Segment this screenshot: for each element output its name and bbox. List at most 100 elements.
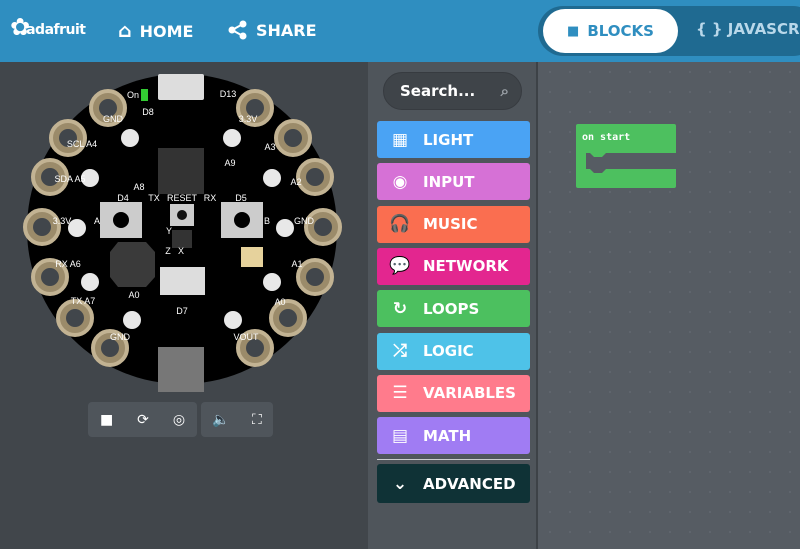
label-3v3-tr: 3.3V [239, 114, 258, 124]
category-math[interactable]: ▤ MATH [377, 417, 530, 455]
label-d8: D8 [142, 107, 154, 117]
on-start-block[interactable] [576, 124, 678, 190]
microcontroller-chip [158, 148, 204, 194]
pin-hole [279, 309, 297, 327]
pin-hole [41, 168, 59, 186]
blocks-label: BLOCKS [587, 22, 654, 40]
category-loops[interactable]: ↻ LOOPS [377, 290, 530, 328]
category-input[interactable]: ◉INPUT [377, 163, 530, 201]
label-button-b: B [264, 216, 270, 226]
label-a3: A3 [264, 142, 275, 152]
neopixel-led [68, 219, 86, 237]
power-led [141, 89, 148, 101]
label-d7: D7 [176, 306, 188, 316]
neopixel-led [81, 169, 99, 187]
adafruit-logo[interactable]: ✿adafruit [10, 13, 86, 41]
category-music[interactable]: 🎧MUSIC [377, 205, 530, 243]
search-input[interactable]: Search...⌕ [383, 72, 522, 110]
tab-blocks[interactable]: ■BLOCKS [543, 9, 678, 53]
toolbox: Search...⌕ ▦ LIGHT ◉INPUT 🎧MUSIC 💬NETWORK ↻ LO… [368, 62, 538, 549]
slide-switch[interactable] [160, 267, 205, 295]
blocks-workspace[interactable]: on start [540, 62, 800, 549]
category-logic[interactable]: ⤮ LOGIC [377, 332, 530, 370]
grid-icon: ▦ [391, 129, 409, 150]
category-label: LIGHT [423, 130, 474, 149]
pin-hole [306, 268, 324, 286]
category-label: LOGIC [423, 342, 474, 360]
header: ✿adafruit ⌂HOME SHARE ■BLOCKS { } JAVASC… [0, 0, 800, 62]
pin-hole [306, 168, 324, 186]
neopixel-led [224, 311, 242, 329]
label-scl-a4: SCL A4 [67, 139, 97, 149]
simulator-controls: ■ ⟳ ◎ [88, 402, 197, 437]
chevron-down-icon: ⌄ [392, 473, 408, 494]
share-button[interactable]: SHARE [228, 20, 317, 40]
category-advanced[interactable]: ⌄ ADVANCED [377, 464, 530, 503]
label-3v3-l: 3.3V [53, 216, 72, 226]
label-rx: RX [204, 193, 217, 203]
label-axis-z: Z [165, 246, 171, 256]
home-icon: ⌂ [118, 20, 132, 42]
category-label: ADVANCED [423, 474, 516, 493]
list-icon: ☰ [392, 383, 408, 404]
share-label: SHARE [256, 20, 317, 40]
board-pcb [27, 74, 337, 384]
refresh-icon: ↻ [392, 298, 408, 319]
neopixel-led [123, 311, 141, 329]
neopixel-led [276, 219, 294, 237]
reset-cap [177, 210, 187, 220]
pin-hole [246, 99, 264, 117]
label-axis-x: X [178, 246, 184, 256]
target-icon: ◉ [392, 171, 408, 192]
category-label: MATH [423, 426, 472, 445]
pin-hole [41, 268, 59, 286]
circuit-playground-board[interactable]: D8 D13 On GND 3.3V SCL A4 A3 A9 SDA A5 A… [0, 62, 368, 402]
star-icon: ✿ [10, 13, 31, 41]
home-button[interactable]: ⌂HOME [118, 20, 193, 42]
pin-hole [314, 218, 332, 236]
category-label: LOOPS [423, 299, 480, 318]
label-sda-a5: SDA A5 [54, 174, 85, 184]
tab-javascript[interactable]: { } JAVASCRIPT [696, 20, 800, 38]
calculator-icon: ▤ [391, 425, 409, 446]
label-a2: A2 [290, 177, 301, 187]
speaker [110, 242, 155, 287]
search-icon[interactable]: ⌕ [500, 82, 509, 100]
label-button-a: A [94, 216, 100, 226]
neopixel-led [263, 169, 281, 187]
category-variables[interactable]: ☰VARIABLES [377, 374, 530, 412]
label-a1: A1 [291, 259, 302, 269]
label-a0-music: A0 [128, 290, 139, 300]
usb-port [158, 74, 204, 100]
category-network[interactable]: 💬NETWORK [377, 247, 530, 285]
on-start-label: on start [582, 132, 631, 143]
neopixel-led [81, 273, 99, 291]
fullscreen-icon[interactable]: ⛶ [252, 411, 262, 428]
category-light[interactable]: ▦ LIGHT [377, 121, 530, 158]
label-gnd-bl: GND [110, 332, 131, 342]
label-d13: D13 [220, 89, 237, 99]
label-vout: VOUT [233, 332, 259, 342]
label-on: On [127, 90, 139, 100]
pin-hole [246, 339, 264, 357]
pin-hole [99, 99, 117, 117]
chat-icon: 💬 [389, 256, 411, 277]
label-gnd-r: GND [294, 216, 315, 226]
shuffle-icon: ⤮ [393, 341, 407, 361]
mute-icon[interactable]: 🔈 [212, 411, 230, 428]
slow-motion-icon[interactable]: ◎ [172, 411, 186, 428]
label-a9: A9 [224, 158, 235, 168]
label-a8: A8 [133, 182, 144, 192]
label-a0: A0 [274, 297, 285, 307]
label-tx: TX [148, 193, 160, 203]
stop-icon[interactable]: ■ [99, 411, 114, 428]
battery-connector [158, 347, 204, 392]
microphone [241, 247, 263, 267]
simulator-panel: D8 D13 On GND 3.3V SCL A4 A3 A9 SDA A5 A… [0, 62, 368, 549]
divider [377, 459, 530, 460]
restart-icon[interactable]: ⟳ [137, 411, 149, 428]
button-a-cap [113, 212, 129, 228]
button-b-cap [234, 212, 250, 228]
label-axis-y: Y [166, 226, 172, 236]
share-icon [228, 20, 247, 40]
